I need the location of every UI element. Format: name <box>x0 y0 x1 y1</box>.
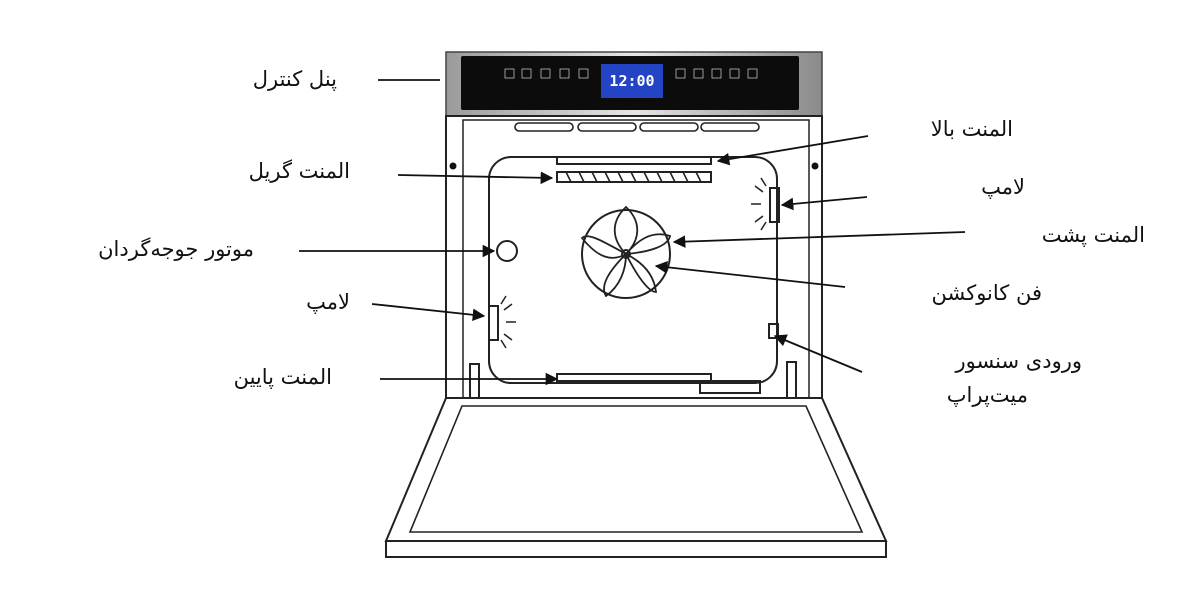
arrow-grill-element <box>397 171 554 185</box>
clock-text: 12:00 <box>609 72 654 90</box>
lamp-right <box>751 177 780 231</box>
arrow-top-element <box>716 135 869 166</box>
control-panel: 12:00 <box>445 51 823 117</box>
arrow-lamp-right <box>780 196 868 211</box>
top-element <box>556 156 712 165</box>
label-meat-probe-line2: میت‌پراپ <box>946 383 1028 407</box>
clock-display <box>601 64 663 98</box>
lamp-left <box>488 295 516 349</box>
arrow-convection-fan <box>654 260 846 288</box>
control-panel-buttons-right <box>675 68 758 79</box>
label-meat-probe-line1: ورودی سنسور <box>955 349 1082 373</box>
rack-support-left <box>469 363 480 399</box>
label-control-panel: پنل کنترل <box>252 67 337 91</box>
meat-probe-socket <box>768 323 779 339</box>
label-lamp-left: لامپ <box>306 290 350 314</box>
label-lamp-right: لامپ <box>981 175 1025 199</box>
rotisserie-motor <box>496 240 518 262</box>
bottom-element <box>556 373 712 382</box>
oven-door <box>384 397 888 558</box>
label-convection-fan: فن کانوکشن <box>931 281 1042 305</box>
oven-cavity <box>469 156 797 399</box>
label-back-element: المنت پشت <box>1041 223 1145 247</box>
label-grill-element: المنت گریل <box>248 159 350 183</box>
convection-fan <box>580 205 672 299</box>
arrow-meat-probe <box>773 334 863 373</box>
control-panel-buttons-left <box>504 68 589 79</box>
grill-element <box>556 171 712 183</box>
vent-slots <box>514 122 760 132</box>
leader-lines <box>299 79 966 386</box>
rack-support-right <box>786 361 797 399</box>
label-bottom-element: المنت پایین <box>233 365 332 389</box>
label-top-element: المنت بالا <box>930 117 1013 141</box>
arrow-lamp-left <box>371 303 486 322</box>
label-rotisserie-motor: موتور جوجه‌گردان <box>98 237 254 261</box>
bottom-element-tab <box>699 380 761 394</box>
arrow-back-element <box>672 231 966 248</box>
